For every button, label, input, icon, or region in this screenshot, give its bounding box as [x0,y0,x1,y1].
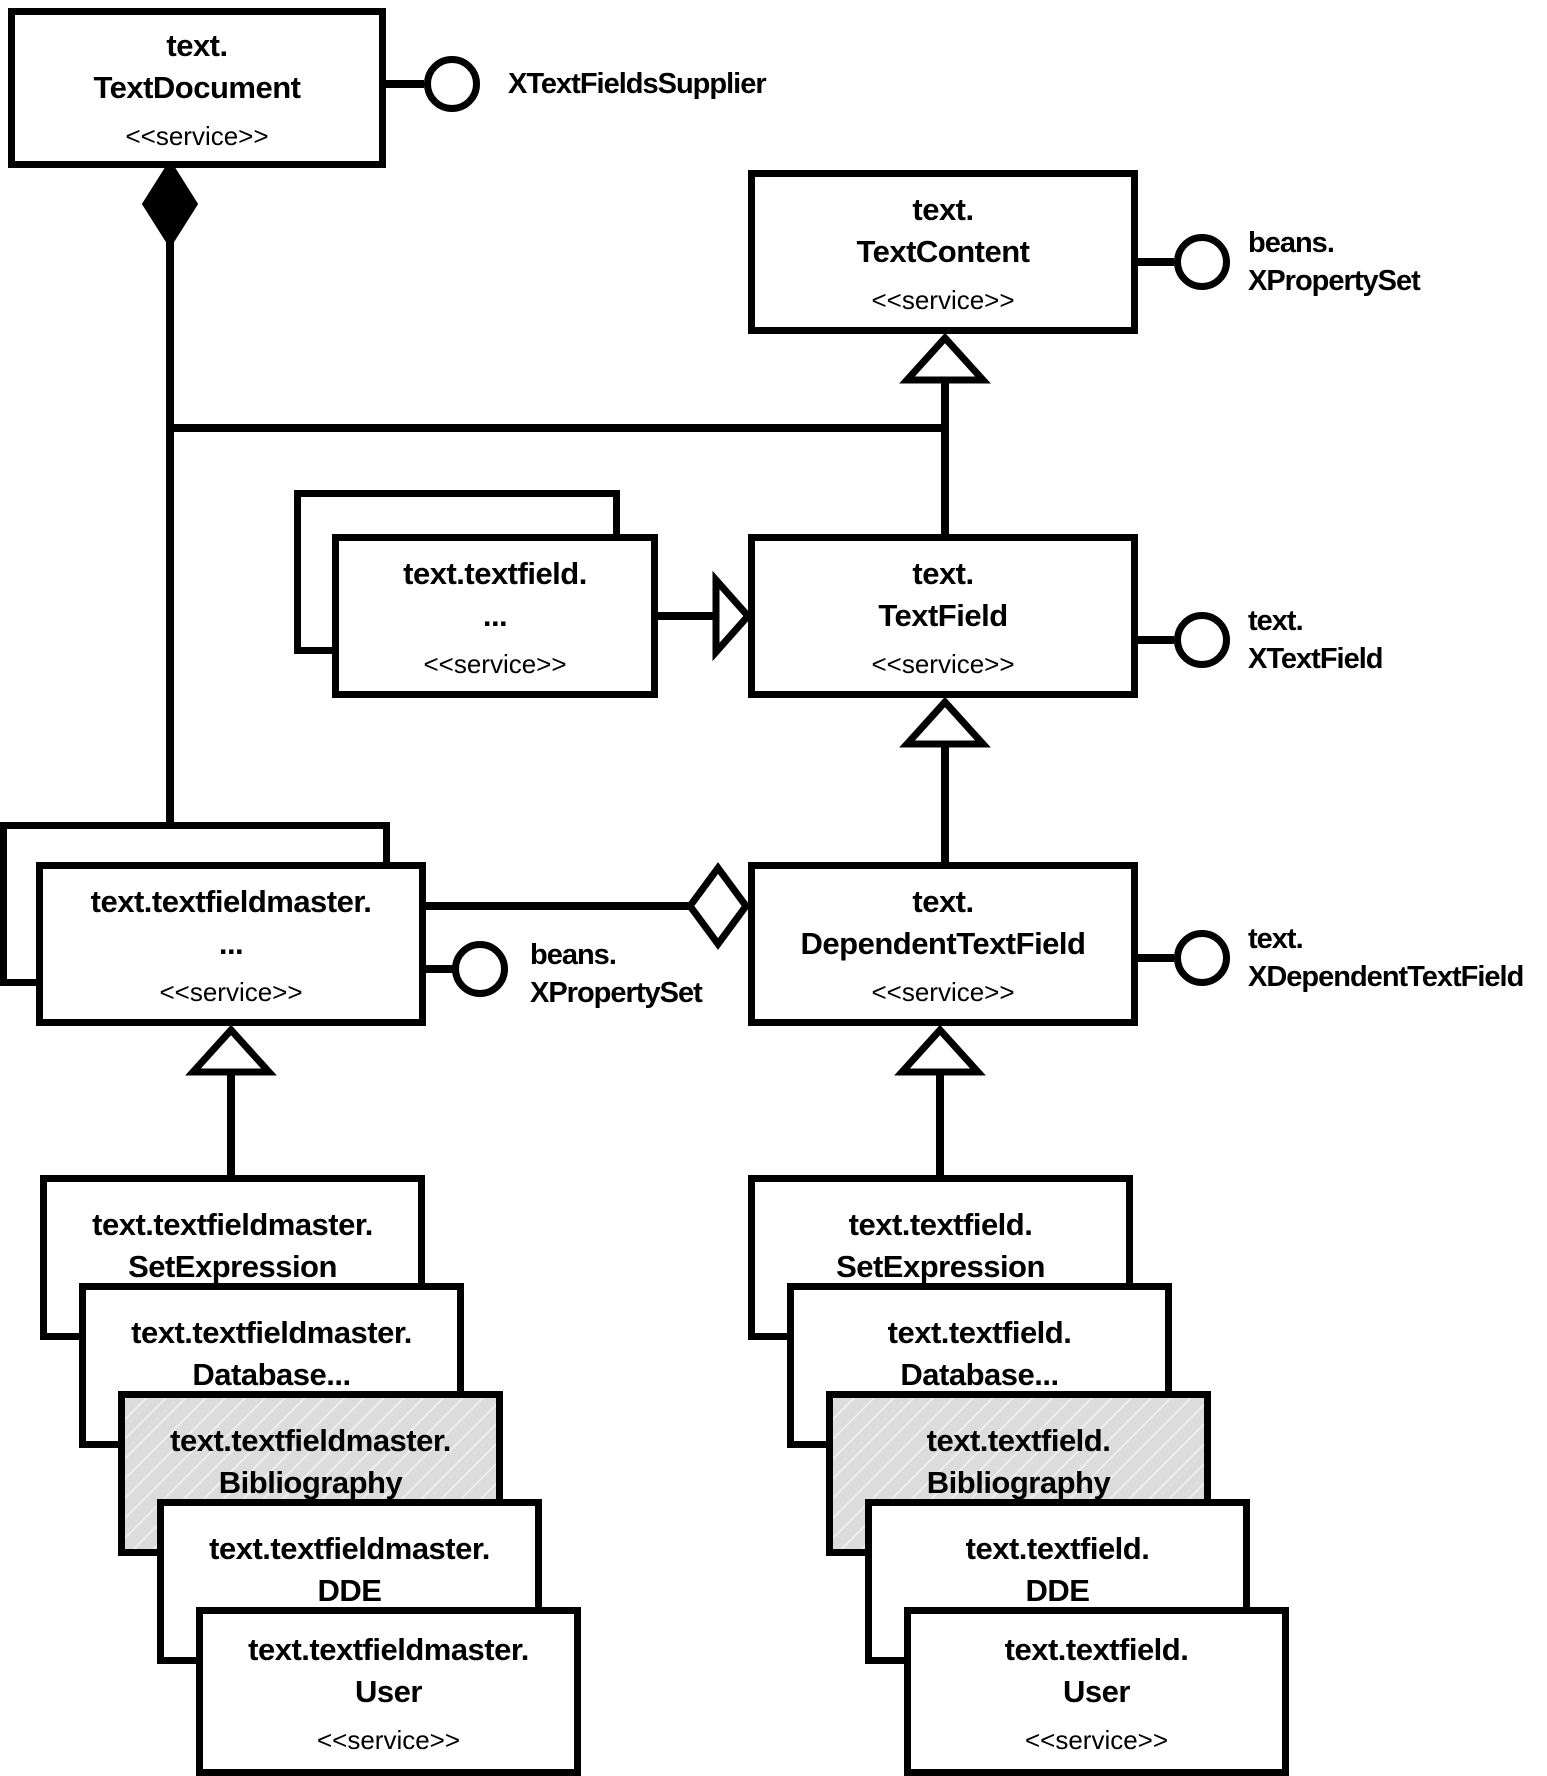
interface-label-xpropertyset-content: beans. XPropertySet [1248,224,1421,300]
stereotype-label: <<service>> [871,649,1015,679]
stereotype-label: <<service>> [423,649,567,679]
interface-label-xpropertyset-master: beans. XPropertySet [530,936,703,1012]
lollipop-stub-xtextfieldssupplier [386,80,424,88]
interface-label-line2: XPropertySet [530,977,703,1009]
stereotype-label: <<service>> [871,285,1015,315]
inheritance-triangle-icon-master-group [185,1024,277,1076]
class-name-line1: text.textfield. [1004,1631,1189,1667]
class-name-line1: text.textfieldmaster. [248,1631,529,1667]
class-name-line2: Database... [900,1357,1059,1392]
class-box-textfield: text. TextField <<service>> [748,534,1138,698]
interface-label-text: XTextFieldsSupplier [508,68,767,100]
class-name-line2: DependentTextField [800,926,1086,961]
class-name-line1: text. [912,192,974,227]
class-box-textdocument: text. TextDocument <<service>> [8,8,386,168]
interface-lollipop-icon-xpropertyset-master [452,941,508,997]
interface-label-line2: XDependentTextField [1248,961,1524,993]
class-name-line2: DDE [1025,1573,1090,1608]
class-name-line1: text.textfield. [926,1423,1111,1458]
class-name-line1: text.textfieldmaster. [92,1207,373,1242]
class-name-line2: SetExpression [128,1249,337,1284]
inheritance-triangle-icon-textcontent [899,332,991,384]
class-name-line1: text.textfield. [965,1531,1150,1566]
inheritance-stem-dependenttextfield-textfield [941,740,949,862]
class-name-line2: Bibliography [218,1465,403,1500]
lollipop-stub-xpropertyset-content [1138,258,1174,266]
inheritance-triangle-icon-textfield [899,696,991,748]
interface-lollipop-icon-xtextfield [1174,612,1230,668]
class-name-line2: TextField [878,598,1008,633]
class-box-textcontent: text. TextContent <<service>> [748,170,1138,334]
stereotype-label: <<service>> [159,977,303,1007]
interface-label-line1: text. [1248,605,1304,637]
interface-label-line1: beans. [1248,227,1335,259]
class-box-dependenttextfield: text. DependentTextField <<service>> [748,862,1138,1026]
interface-label-xtextfieldssupplier: XTextFieldsSupplier [508,64,767,104]
class-name-line2: User [355,1673,422,1709]
aggregation-line-textfieldmaster-dependenttextfield [422,902,700,910]
class-name-line2: Bibliography [926,1465,1111,1500]
composition-diamond-icon [141,159,199,249]
generalization-arrow-icon-textfield-group [712,570,753,662]
stereotype-label: <<service>> [871,977,1015,1007]
class-name-line1: text.textfieldmaster. [209,1531,490,1566]
class-box-textfield-group: text.textfield. ... <<service>> [332,534,658,698]
composition-branch-to-textcontent-line [166,424,949,432]
interface-label-xdependenttextfield: text. XDependentTextField [1248,920,1524,996]
inheritance-stem-field-setexpression [936,1068,944,1175]
class-name-line1: text.textfield. [403,556,587,591]
class-name-line1: text.textfieldmaster. [131,1315,412,1350]
interface-label-line1: text. [1248,923,1304,955]
class-name-line1: text. [912,556,974,591]
class-box-field-user: text.textfield. User <<service>> [904,1607,1289,1776]
inheritance-triangle-icon-dependenttextfield [894,1024,986,1076]
lollipop-stub-xpropertyset-master [422,965,454,973]
class-name-line2: User [1063,1673,1130,1709]
class-name-line1: text.textfieldmaster. [170,1423,451,1458]
interface-lollipop-icon-xtextfieldssupplier [424,56,480,112]
lollipop-stub-xtextfield [1138,636,1174,644]
class-name-line1: text. [166,28,228,63]
stereotype-label: <<service>> [316,1724,461,1755]
class-box-textfieldmaster-group: text.textfieldmaster. ... <<service>> [36,862,426,1026]
class-name-line1: text.textfield. [887,1315,1072,1350]
class-name-line2: DDE [317,1573,382,1608]
class-name-line1: text.textfieldmaster. [90,884,372,919]
class-name-line1: text. [912,884,974,919]
class-name-line2: ... [482,598,508,633]
interface-label-xtextfield: text. XTextField [1248,602,1383,678]
interface-label-line1: beans. [530,939,617,971]
interface-label-line2: XTextField [1248,643,1383,675]
generalization-line-textfield-group [658,612,716,620]
composition-stem-textdocument [166,236,174,822]
class-name-line2: TextContent [856,234,1030,269]
inheritance-stem-master-setexpression [227,1068,235,1175]
inheritance-stem-textfield-textcontent [941,376,949,534]
class-name-line2: Database... [192,1357,351,1392]
lollipop-stub-xdependenttextfield [1138,954,1174,962]
stereotype-label: <<service>> [125,121,269,151]
stereotype-label: <<service>> [1024,1724,1169,1755]
class-name-line1: text.textfield. [848,1207,1033,1242]
class-name-line2: SetExpression [836,1249,1045,1284]
interface-lollipop-icon-xpropertyset-content [1174,234,1230,290]
interface-lollipop-icon-xdependenttextfield [1174,930,1230,986]
class-box-master-user: text.textfieldmaster. User <<service>> [196,1607,581,1776]
class-name-line2: TextDocument [93,70,301,105]
class-name-line2: ... [218,926,244,961]
interface-label-line2: XPropertySet [1248,265,1421,297]
